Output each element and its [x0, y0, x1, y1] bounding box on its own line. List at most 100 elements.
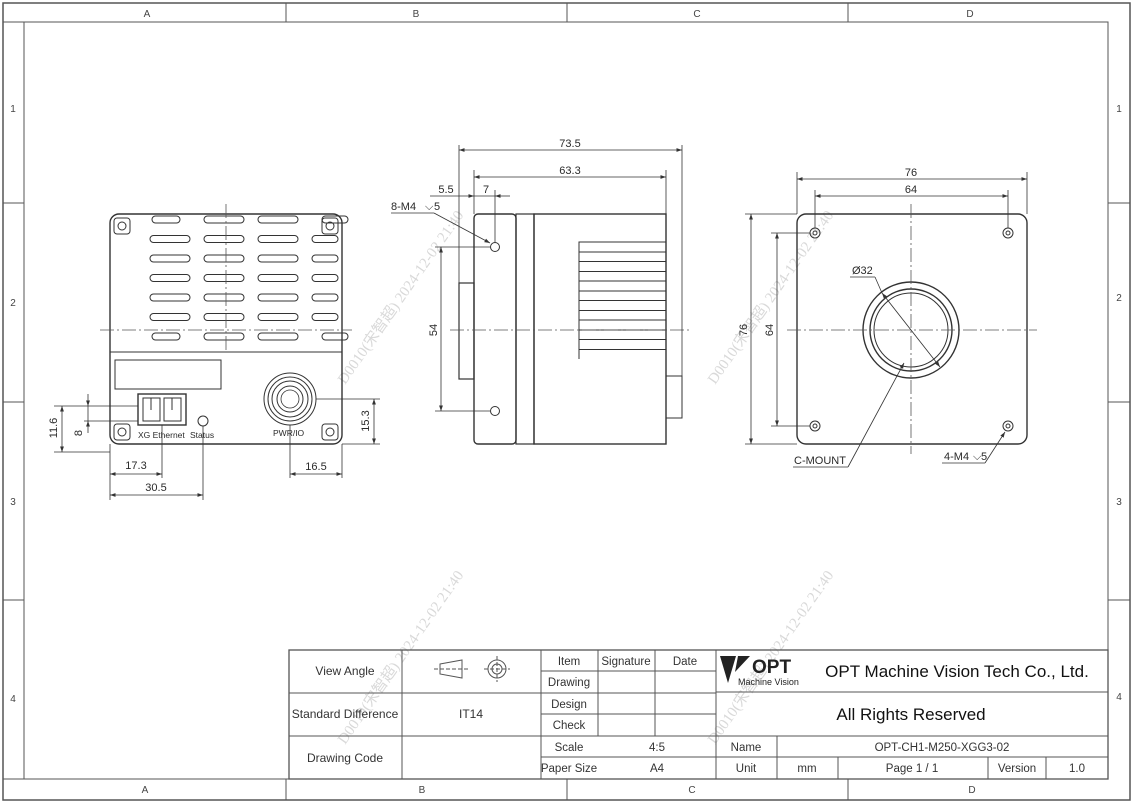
vent-slot	[321, 215, 349, 224]
dim-76-width: 76	[905, 167, 917, 179]
vent-slot	[203, 293, 245, 302]
dim-5-5: 5.5	[438, 184, 453, 196]
vent-slot	[321, 332, 349, 341]
front-view-dim-text: 11.6 8 17.3 30.5 16.5 15.3	[48, 410, 372, 494]
status-led	[197, 415, 209, 427]
vent-slot	[151, 332, 181, 341]
zone-row-4-right: 4	[1116, 692, 1122, 703]
vent-slot	[203, 274, 245, 282]
vent-slot	[203, 313, 245, 321]
paper-size-value: A4	[650, 763, 665, 775]
vent-slot	[203, 332, 245, 341]
tolerance-value: IT14	[459, 707, 483, 721]
company-name: OPT Machine Vision Tech Co., Ltd.	[825, 662, 1089, 681]
heat-fin	[578, 280, 667, 292]
signature-header: Signature	[601, 656, 650, 668]
mount-hole-top	[490, 242, 500, 252]
vent-slot	[257, 332, 299, 341]
standard-difference-label: Standard Difference	[292, 707, 399, 721]
name-value: OPT-CH1-M250-XGG3-02	[875, 742, 1010, 754]
dim-7: 7	[483, 184, 489, 196]
heat-fins	[578, 241, 667, 359]
vent-slot	[311, 293, 339, 302]
rear-view	[787, 204, 1037, 454]
scale-label: Scale	[555, 742, 584, 754]
vent-slot	[203, 254, 245, 263]
vent-slot	[151, 215, 181, 224]
watermark-1: D0010(宋智超) 2024-12-02 21:40	[334, 207, 468, 387]
vent-slot	[257, 215, 299, 224]
rights-text: All Rights Reserved	[836, 705, 985, 724]
pwr-io-connector	[263, 372, 317, 426]
opt-logo: OPT Machine Vision	[720, 656, 799, 687]
vent-slot	[149, 274, 191, 282]
unit-value: mm	[797, 763, 816, 775]
dim-17-3: 17.3	[125, 460, 146, 472]
side-view-dimensions	[391, 145, 683, 412]
version-value: 1.0	[1069, 763, 1085, 775]
dim-11-6: 11.6	[48, 418, 60, 439]
heat-fin	[578, 319, 667, 331]
c-mount-label: C-MOUNT	[794, 455, 846, 467]
side-view-dim-text: 73.5 63.3 5.5 7 8-M4 ⌵ 5 54	[391, 138, 581, 336]
vent-slot	[203, 215, 245, 224]
vent-slot	[311, 254, 339, 263]
dim-76-height: 76	[738, 324, 750, 336]
zone-col-b-bottom: B	[419, 785, 426, 796]
side-depth-icon: ⌵	[425, 201, 434, 213]
corner-screws	[113, 217, 339, 441]
drawing-code-label: Drawing Code	[307, 751, 383, 765]
item-header: Item	[558, 656, 580, 668]
zone-col-a-top: A	[144, 9, 151, 20]
vent-slot	[311, 274, 339, 282]
design-row-label: Design	[551, 699, 587, 711]
side-hole-callout: 8-M4	[391, 201, 416, 213]
zone-col-a-bottom: A	[142, 785, 149, 796]
title-block	[288, 649, 1109, 780]
check-row-label: Check	[553, 720, 586, 732]
vent-slot	[149, 313, 191, 321]
vent-slot	[149, 235, 191, 243]
dim-30-5: 30.5	[145, 482, 166, 494]
mount-hole-bottom	[490, 406, 500, 416]
heat-fin	[578, 241, 667, 253]
zone-row-1-right: 1	[1116, 104, 1122, 115]
front-view-dimensions	[54, 394, 380, 500]
vent-slot	[257, 254, 299, 263]
rear-view-dimensions	[745, 172, 1028, 468]
title-block-text: View Angle Standard Difference IT14 Draw…	[292, 656, 1089, 775]
paper-size-label: Paper Size	[541, 763, 597, 775]
zone-row-3-left: 3	[10, 497, 16, 508]
zone-row-2-left: 2	[10, 298, 16, 309]
version-label: Version	[998, 763, 1036, 775]
dim-8: 8	[73, 430, 85, 436]
vent-slot	[311, 235, 339, 243]
dim-64-width: 64	[905, 184, 917, 196]
front-view-labels: XG Ethernet Status PWR/IO	[138, 428, 305, 440]
dim-73-5: 73.5	[559, 138, 580, 150]
opt-logo-icon	[720, 656, 736, 683]
vent-slot	[149, 254, 191, 263]
view-angle-label: View Angle	[315, 664, 374, 678]
heat-fin	[578, 261, 667, 272]
pwr-io-label: PWR/IO	[273, 428, 305, 438]
dim-54: 54	[428, 324, 440, 336]
vent-slot	[257, 313, 299, 321]
date-header: Date	[673, 656, 697, 668]
rear-hole-callout: 4-M4	[944, 451, 969, 463]
heat-fin	[578, 300, 667, 311]
unit-label: Unit	[736, 763, 757, 775]
zone-row-1-left: 1	[10, 104, 16, 115]
zone-col-d-top: D	[966, 9, 973, 20]
zone-labels: A B C D A B C D 1 2 3 4 1 2 3 4	[10, 9, 1122, 796]
vent-slots	[149, 215, 349, 341]
rear-view-dim-text: 76 64 76 64 Ø32 C-MOUNT 4-M4 ⌵ 5	[738, 167, 987, 467]
zone-row-4-left: 4	[10, 694, 16, 705]
status-label: Status	[190, 430, 214, 440]
side-view	[450, 213, 690, 445]
vent-slot	[149, 293, 191, 302]
zone-col-c-bottom: C	[688, 785, 695, 796]
vent-slot	[257, 235, 299, 243]
